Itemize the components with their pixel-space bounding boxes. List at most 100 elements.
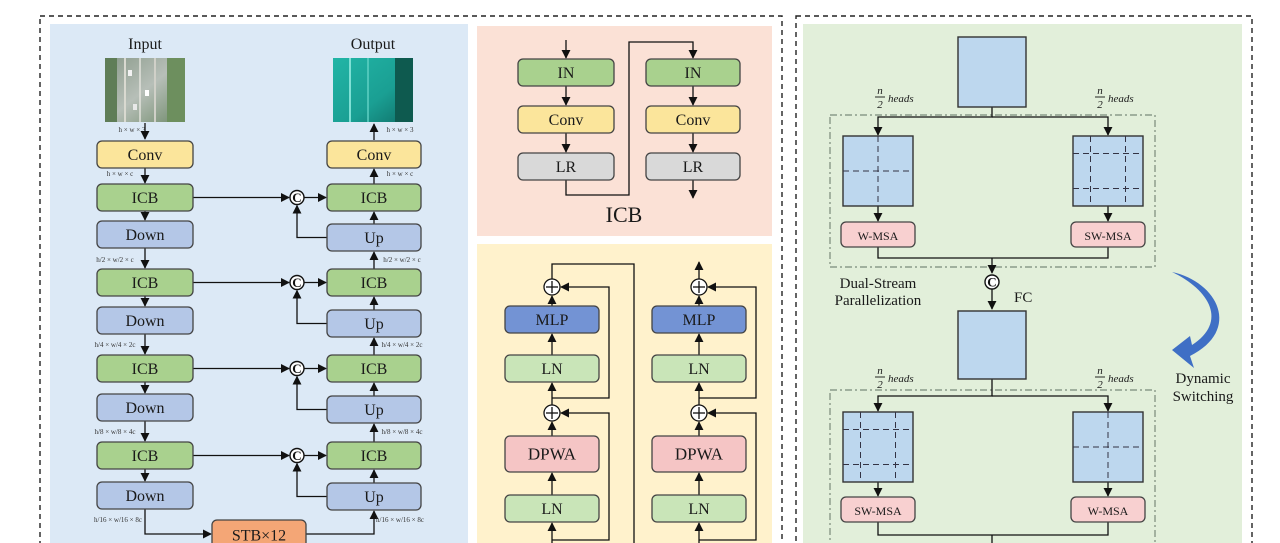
svg-text:C: C: [292, 190, 301, 205]
dim-c-right: h × w × c: [387, 170, 414, 178]
svg-text:C: C: [987, 275, 996, 290]
stb-col2-ln-2: LN: [651, 354, 747, 383]
output-image: [333, 58, 413, 122]
encoder-block-4: Down: [96, 306, 194, 335]
stb-to-up: [306, 510, 379, 535]
svg-text:n: n: [877, 85, 883, 97]
dim-right-3: h/8 × w/8 × 4c: [382, 428, 423, 436]
decoder-block-5: ICB: [326, 354, 422, 383]
stb-panel: [477, 244, 772, 543]
attn-split-right-top: [992, 116, 1113, 136]
bottom-left-msa: SW-MSA: [840, 496, 916, 523]
decoder-block-1-label: ICB: [361, 190, 388, 207]
attn-merge-top: [877, 247, 1109, 259]
up-feed-0: [292, 204, 327, 239]
stb-c1-res1: [699, 408, 757, 541]
dim-left-3: h/8 × w/8 × 4c: [95, 428, 136, 436]
icb-left-conv-label: Conv: [549, 112, 584, 129]
output-dim: h × w × 3: [387, 126, 414, 134]
decoder-block-6: Up: [326, 395, 422, 424]
input-dim: h × w × 3: [119, 126, 146, 134]
stb-col1-add-bottom: [543, 404, 561, 422]
bottom-right-msa-label: W-MSA: [1088, 504, 1129, 518]
fc-label: FC: [1014, 290, 1032, 306]
bottom-right-msa: W-MSA: [1070, 496, 1146, 523]
dynamic-line1: Dynamic: [1176, 371, 1231, 387]
stb-col2-add-bottom: [690, 404, 708, 422]
stb-col2-ln-4: LN: [651, 494, 747, 523]
middle-feature-map: [957, 310, 1027, 380]
encoder-block-7-label: ICB: [132, 448, 159, 465]
encoder-block-6-label: Down: [125, 400, 164, 417]
encoder-block-8-label: Down: [125, 488, 164, 505]
encoder-block-5-label: ICB: [132, 361, 159, 378]
conv-in-block-label: Conv: [128, 147, 163, 164]
stb-col1-dpwa-3: DPWA: [504, 435, 600, 473]
dual-stream-line2: Parallelization: [835, 293, 922, 309]
attn-split-left-top: [873, 107, 993, 136]
input-label: Input: [128, 36, 162, 53]
decoder-block-1: ICB: [326, 183, 422, 212]
icb-right-lr: LR: [645, 152, 741, 181]
stb-col2-dpwa-3: DPWA: [651, 435, 747, 473]
attn-concat: C: [984, 274, 1000, 290]
feature-bottom-right: [1072, 411, 1144, 483]
svg-text:C: C: [292, 448, 301, 463]
stb-col2-ln-2-label: LN: [688, 361, 710, 378]
icb-left-in-label: IN: [558, 65, 575, 82]
top-right-msa: SW-MSA: [1070, 221, 1146, 248]
down-to-stb: [144, 509, 212, 539]
dual-stream-group-top: [829, 114, 1156, 268]
stb-c0-res2: [552, 282, 610, 399]
attn-merge-bottom: [877, 522, 1109, 536]
icb-title: ICB: [606, 202, 643, 227]
encoder-block-6: Down: [96, 393, 194, 422]
svg-text:heads: heads: [888, 93, 914, 105]
icb-right-lr-label: LR: [683, 159, 704, 176]
decoder-block-7: ICB: [326, 441, 422, 470]
attn-split-left-bot: [873, 379, 993, 412]
icb-left-conv: Conv: [517, 105, 615, 134]
top-left-msa-label: W-MSA: [858, 229, 899, 243]
encoder-block-4-label: Down: [125, 313, 164, 330]
feature-bottom-left: [842, 411, 914, 483]
stb-col2-dpwa-3-label: DPWA: [675, 445, 724, 464]
svg-text:heads: heads: [1108, 93, 1134, 105]
up-feed-3: [292, 462, 327, 498]
bottleneck-stb-block: STB×12: [211, 519, 307, 543]
encoder-block-5: ICB: [96, 354, 194, 383]
concat-1: C: [289, 189, 305, 206]
svg-text:n: n: [1097, 365, 1103, 377]
decoder-block-3-label: ICB: [361, 275, 388, 292]
stb-col2-add-top: [690, 278, 708, 296]
dim-left-4: h/16 × w/16 × 8c: [94, 516, 142, 524]
stb-col1-dpwa-3-label: DPWA: [528, 445, 577, 464]
top-left-msa: W-MSA: [840, 221, 916, 248]
stb-col1-ln-4-label: LN: [541, 501, 563, 518]
conv-out-block-label: Conv: [357, 147, 392, 164]
dual-stream-line1: Dual-Stream: [840, 276, 917, 292]
icb-right-conv: Conv: [645, 105, 741, 134]
svg-text:2: 2: [877, 379, 883, 391]
concat-3: C: [289, 360, 305, 377]
svg-text:n: n: [1097, 85, 1103, 97]
decoder-block-2-label: Up: [364, 230, 384, 247]
encoder-block-1: ICB: [96, 183, 194, 212]
svg-text:C: C: [292, 275, 301, 290]
dim-c-left: h × w × c: [107, 170, 134, 178]
stb-col1-ln-4: LN: [504, 494, 600, 523]
icb-right-in: IN: [645, 58, 741, 87]
dim-right-4: h/16 × w/16 × 8c: [376, 516, 424, 524]
dynamic-switching-arrow: [1172, 272, 1220, 368]
stb-col2-mlp-1: MLP: [651, 305, 747, 334]
dim-left-2: h/4 × w/4 × 2c: [95, 341, 136, 349]
encoder-block-8: Down: [96, 481, 194, 510]
decoder-block-8: Up: [326, 482, 422, 511]
bottleneck-stb-block-label: STB×12: [232, 528, 286, 543]
dynamic-line2: Switching: [1173, 389, 1234, 405]
output-label: Output: [351, 36, 396, 53]
